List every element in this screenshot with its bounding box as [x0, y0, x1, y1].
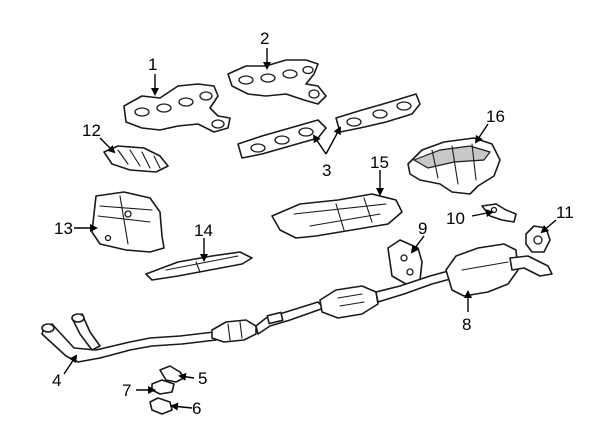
- part-16-muffler-heat-shield: [407, 137, 501, 195]
- callout-labels: 1 2 3 4 5 6 7 8 9 10 11 12 13 14 15 16: [52, 29, 574, 418]
- part-13-heat-shield: [91, 191, 165, 253]
- part-7-clamp: [151, 379, 175, 395]
- part-5-clamp: [159, 365, 185, 383]
- callout-14: 14: [194, 221, 213, 240]
- callout-7: 7: [122, 381, 131, 400]
- callout-16: 16: [486, 107, 505, 126]
- callout-9: 9: [418, 219, 427, 238]
- part-1-exhaust-manifold: [123, 83, 231, 133]
- part-12-heat-shield: [103, 145, 169, 173]
- callout-8: 8: [462, 315, 471, 334]
- part-3-manifold-gaskets: [237, 93, 421, 159]
- callout-15: 15: [370, 153, 389, 172]
- callout-12: 12: [82, 121, 101, 140]
- callout-1: 1: [148, 55, 157, 74]
- callout-3: 3: [322, 161, 331, 180]
- callout-2: 2: [260, 29, 269, 48]
- callout-5: 5: [198, 369, 207, 388]
- exhaust-pipe-assembly: [41, 243, 553, 363]
- leader-lines: [63, 48, 557, 411]
- part-6-clamp: [149, 397, 173, 415]
- callout-11: 11: [556, 203, 574, 222]
- part-15-floor-heat-shield: [271, 193, 403, 239]
- part-14-heat-shield-plate: [145, 251, 253, 281]
- callout-4: 4: [52, 371, 61, 390]
- callout-13: 13: [54, 219, 73, 238]
- callout-10: 10: [446, 209, 465, 228]
- part-2-exhaust-manifold: [227, 59, 327, 105]
- part-11-rubber-mount: [525, 225, 551, 253]
- callout-6: 6: [192, 399, 201, 418]
